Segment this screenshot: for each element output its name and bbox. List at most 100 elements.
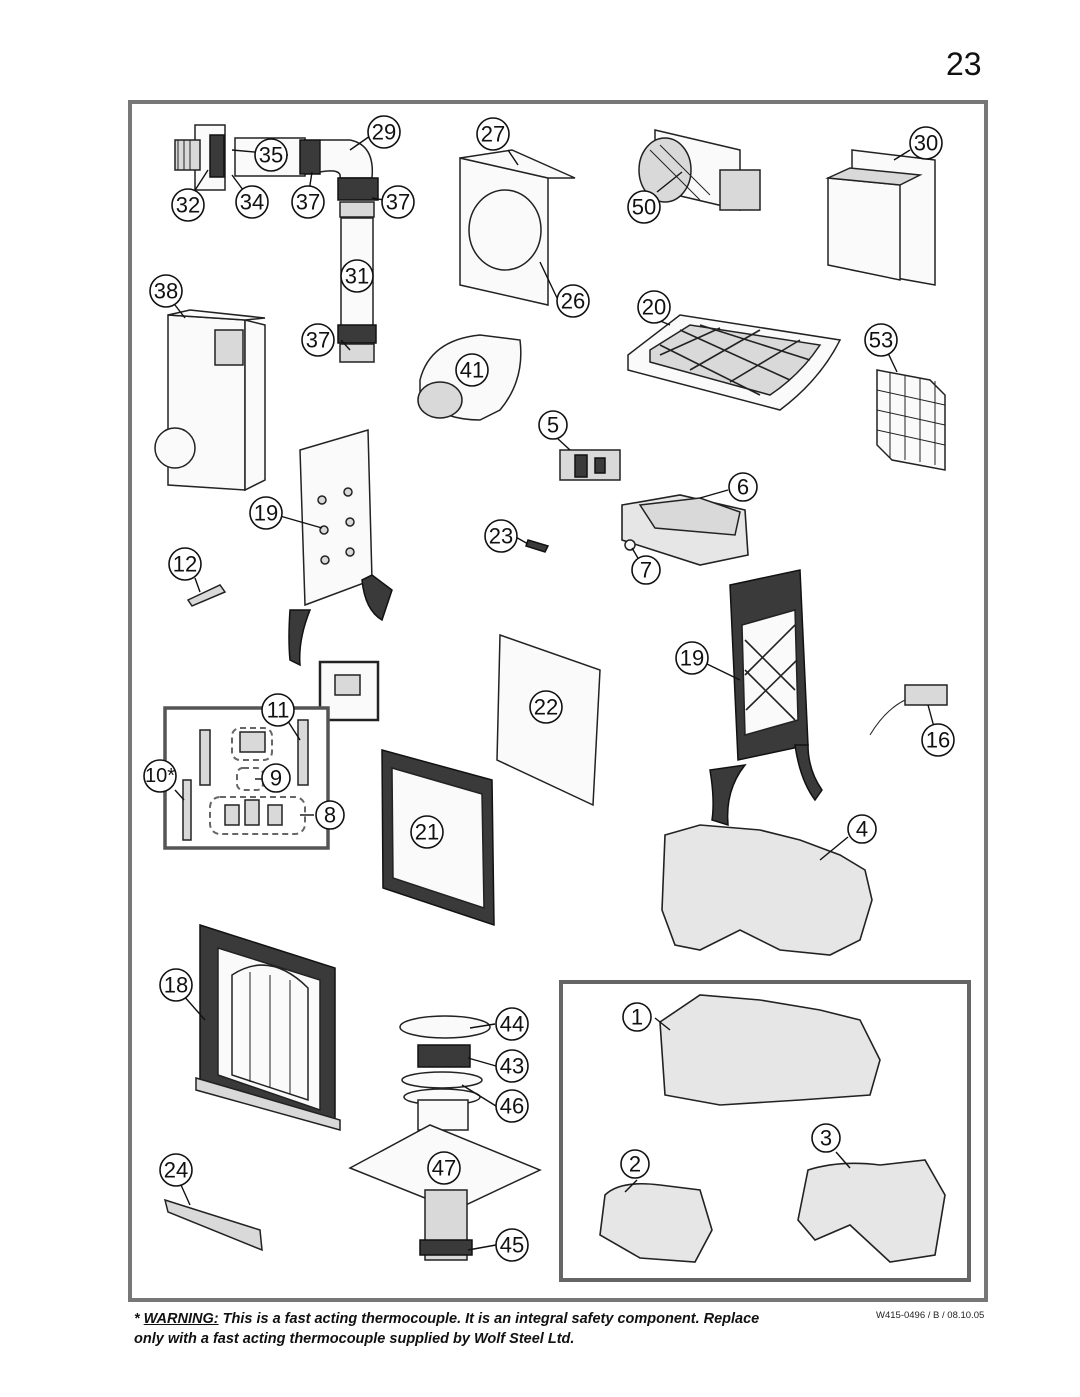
svg-text:19: 19: [680, 646, 704, 671]
surround-illustration: [195, 923, 341, 1131]
svg-text:37: 37: [386, 190, 410, 215]
callout-26: 26: [556, 284, 590, 318]
callout-3: 3: [811, 1123, 841, 1153]
svg-text:31: 31: [345, 264, 369, 289]
switch-illustration: [869, 684, 948, 736]
svg-text:8: 8: [324, 803, 336, 828]
svg-text:41: 41: [460, 358, 484, 383]
callout-23: 23: [484, 519, 518, 553]
svg-text:19: 19: [254, 501, 278, 526]
svg-text:50: 50: [632, 195, 656, 220]
callout-53: 53: [864, 323, 898, 357]
svg-text:37: 37: [306, 328, 330, 353]
svg-text:2: 2: [629, 1152, 641, 1177]
callout-20: 20: [637, 290, 671, 324]
pilot-assembly-illustration: [163, 706, 330, 850]
callout-30: 30: [909, 126, 943, 160]
warning-line-1: This is a fast acting thermocouple. It i…: [218, 1311, 760, 1327]
svg-text:32: 32: [176, 193, 200, 218]
svg-text:22: 22: [534, 695, 558, 720]
callout-2: 2: [620, 1149, 650, 1179]
svg-text:47: 47: [432, 1156, 456, 1181]
chimney-stack-illustration: [348, 1015, 542, 1261]
blower-illustration: [638, 129, 761, 211]
svg-text:1: 1: [631, 1005, 643, 1030]
callout-35: 35: [254, 138, 288, 172]
callout-32: 32: [171, 188, 205, 222]
svg-text:38: 38: [154, 279, 178, 304]
rock-set-inset: [559, 980, 971, 1282]
svg-text:3: 3: [820, 1126, 832, 1151]
callout-16: 16: [921, 723, 955, 757]
svg-text:7: 7: [640, 558, 652, 583]
warning-prefix: *: [134, 1311, 144, 1327]
svg-text:20: 20: [642, 295, 666, 320]
callout-12: 12: [168, 547, 202, 581]
callout-45: 45: [495, 1228, 529, 1262]
svg-text:29: 29: [372, 120, 396, 145]
vent-kit-illustration: [174, 124, 379, 363]
callout-19-right: 19: [675, 641, 709, 675]
callout-19-left: 19: [249, 496, 283, 530]
door-panel-illustration: [709, 569, 823, 827]
svg-text:23: 23: [489, 524, 513, 549]
page-number: 23: [946, 46, 982, 82]
callout-11: 11: [261, 693, 295, 727]
callout-41: 41: [455, 353, 489, 387]
wall-plate-illustration: [459, 149, 576, 306]
callout-31: 31: [340, 259, 374, 293]
thermocouple-warning: * WARNING: This is a fast acting thermoc…: [134, 1309, 854, 1349]
svg-text:6: 6: [737, 475, 749, 500]
svg-text:27: 27: [481, 122, 505, 147]
bracket-illustration: [163, 1198, 263, 1252]
gas-valve-illustration: [559, 449, 621, 481]
thermocouple-illustration: [186, 584, 227, 607]
callout-29: 29: [367, 115, 401, 149]
log-set-illustration: [621, 494, 749, 566]
callout-34: 34: [235, 185, 269, 219]
svg-text:18: 18: [164, 973, 188, 998]
callout-10-thermocouple: 10*: [143, 759, 177, 793]
callout-27: 27: [476, 117, 510, 151]
callout-46: 46: [495, 1089, 529, 1123]
callout-37-top-right: 37: [381, 185, 415, 219]
callout-37-bottom: 37: [301, 323, 335, 357]
svg-text:44: 44: [500, 1012, 524, 1037]
callout-18: 18: [159, 968, 193, 1002]
svg-text:12: 12: [173, 552, 197, 577]
callout-50: 50: [627, 190, 661, 224]
callout-38: 38: [149, 274, 183, 308]
warning-label: WARNING:: [143, 1311, 219, 1327]
wire-screen-illustration: [876, 369, 946, 471]
svg-text:5: 5: [547, 413, 559, 438]
callout-9: 9: [261, 763, 291, 793]
callout-5: 5: [538, 410, 568, 440]
rock-log-4-illustration: [661, 824, 873, 956]
svg-text:35: 35: [259, 143, 283, 168]
callout-47: 47: [427, 1151, 461, 1185]
callout-1: 1: [622, 1002, 652, 1032]
back-panel-illustration: [288, 429, 393, 667]
warning-line-2: only with a fast acting thermocouple sup…: [134, 1331, 575, 1347]
callout-37-top-left: 37: [291, 185, 325, 219]
svg-text:30: 30: [914, 131, 938, 156]
svg-text:45: 45: [500, 1233, 524, 1258]
callout-4: 4: [847, 814, 877, 844]
svg-text:21: 21: [415, 820, 439, 845]
document-code: W415-0496 / B / 08.10.05: [876, 1310, 985, 1321]
grate-tray-illustration: [627, 314, 842, 411]
vent-box-illustration: [154, 309, 266, 492]
parts-diagram-frame: [128, 100, 988, 1302]
callout-21: 21: [410, 815, 444, 849]
callout-8: 8: [315, 800, 345, 830]
svg-text:53: 53: [869, 328, 893, 353]
callout-43: 43: [495, 1049, 529, 1083]
svg-text:24: 24: [164, 1158, 188, 1183]
svg-text:11: 11: [267, 698, 290, 723]
svg-text:34: 34: [240, 190, 264, 215]
svg-text:16: 16: [926, 728, 950, 753]
termination-cap-illustration: [825, 149, 936, 286]
callout-22: 22: [529, 690, 563, 724]
callout-24: 24: [159, 1153, 193, 1187]
